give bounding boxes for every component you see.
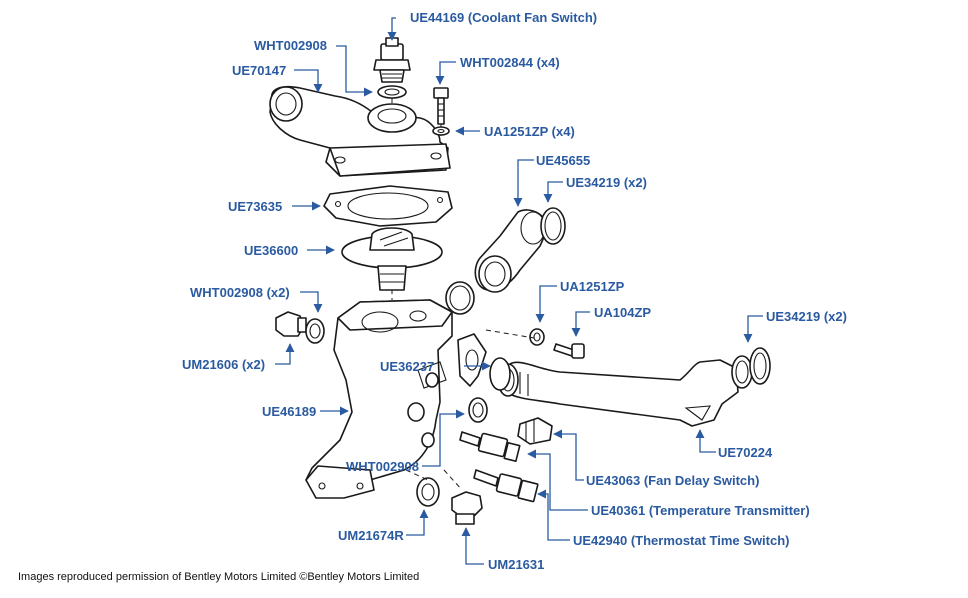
label-fan-delay-switch: UE43063 (Fan Delay Switch) [586, 473, 759, 488]
parts-drawing [269, 37, 771, 525]
label-ue46189: UE46189 [262, 404, 316, 419]
label-um21606: UM21606 (x2) [182, 357, 265, 372]
part-labels: UE44169 (Coolant Fan Switch) WHT002908 U… [182, 10, 847, 572]
label-wht002908-lower: WHT002908 [346, 459, 419, 474]
label-ue70224: UE70224 [718, 445, 773, 460]
thermostat-part [341, 227, 443, 291]
bolt-part [433, 87, 449, 125]
fan-delay-switch-part [517, 417, 553, 445]
label-um21631: UM21631 [488, 557, 544, 572]
gasket-part [323, 185, 453, 227]
temperature-transmitter-part [459, 431, 521, 463]
plug-part [275, 311, 307, 337]
label-ua104zp: UA104ZP [594, 305, 651, 320]
label-ue45655: UE45655 [536, 153, 590, 168]
leader-lines [275, 17, 763, 565]
label-ue70147: UE70147 [232, 63, 286, 78]
hose-part [474, 209, 549, 293]
thermostat-housing-part [269, 85, 451, 177]
label-wht002844: WHT002844 (x4) [460, 55, 560, 70]
label-ue34219-right: UE34219 (x2) [766, 309, 847, 324]
label-ua1251zp-x4: UA1251ZP (x4) [484, 124, 575, 139]
label-ue36237: UE36237 [380, 359, 434, 374]
label-ue36600: UE36600 [244, 243, 298, 258]
label-thermostat-time-switch: UE42940 (Thermostat Time Switch) [573, 533, 790, 548]
sealing-washer-part [377, 85, 407, 99]
label-temperature-transmitter: UE40361 (Temperature Transmitter) [591, 503, 810, 518]
coolant-fan-switch-part [373, 37, 411, 83]
drain-plug-part [451, 491, 483, 525]
credit-text: Images reproduced permission of Bentley … [18, 571, 419, 583]
label-ua1251zp: UA1251ZP [560, 279, 625, 294]
label-ue73635: UE73635 [228, 199, 282, 214]
small-bolt-part [553, 343, 585, 359]
washer-part [305, 318, 325, 344]
water-pipe-part [497, 355, 753, 427]
water-outlet-body-part [305, 299, 453, 499]
label-wht002908-x2: WHT002908 (x2) [190, 285, 290, 300]
outlet-gasket-part [457, 333, 487, 387]
label-wht002908-top: WHT002908 [254, 38, 327, 53]
thermostat-time-switch-part [473, 469, 539, 503]
label-um21674r: UM21674R [338, 528, 404, 543]
label-coolant-fan-switch: UE44169 (Coolant Fan Switch) [410, 10, 597, 25]
label-ue34219-upper: UE34219 (x2) [566, 175, 647, 190]
drain-washer-part [416, 477, 440, 507]
